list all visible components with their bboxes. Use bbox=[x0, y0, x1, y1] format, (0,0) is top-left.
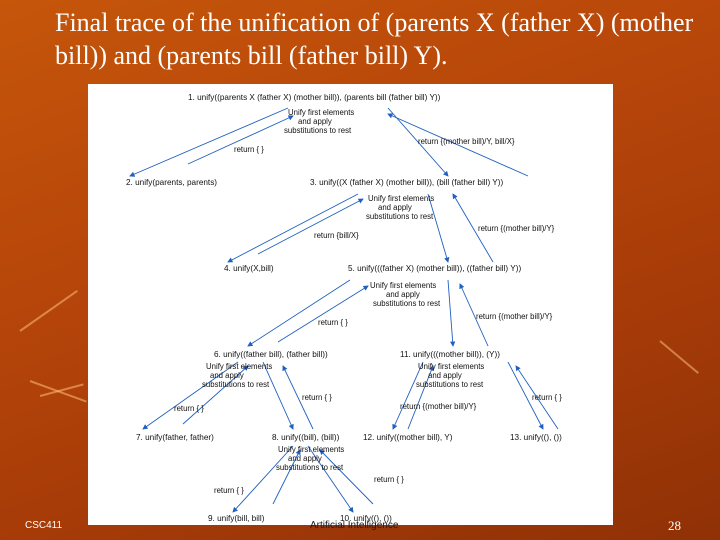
node-7: 7. unify(father, father) bbox=[136, 433, 214, 442]
return-edge bbox=[319, 449, 374, 505]
note-5-line1: Unify first elements bbox=[370, 281, 436, 290]
return-edge bbox=[187, 115, 294, 165]
node-2: 2. unify(parents, parents) bbox=[126, 178, 217, 187]
return-edge bbox=[182, 365, 249, 425]
return-9: return { } bbox=[214, 486, 244, 495]
footer-course-code: CSC411 bbox=[25, 520, 63, 531]
note-11-line3: substitutions to rest bbox=[416, 380, 484, 389]
return-6: return {(mother bill)/Y} bbox=[476, 312, 553, 321]
decorative-line bbox=[659, 340, 699, 374]
unification-trace-figure: 1. unify((parents X (father X) (mother b… bbox=[88, 84, 613, 525]
trace-nodes: 1. unify((parents X (father X) (mother b… bbox=[126, 93, 562, 523]
return-8: return { } bbox=[302, 393, 332, 402]
call-edge bbox=[142, 361, 239, 430]
node-10: 10. unify((), ()) bbox=[340, 514, 392, 523]
call-edge bbox=[232, 445, 294, 513]
page-number: 28 bbox=[668, 518, 681, 533]
note-5-line2: and apply bbox=[386, 290, 420, 299]
return-edge bbox=[272, 449, 301, 505]
return-edge bbox=[452, 193, 494, 263]
call-edge bbox=[129, 107, 289, 177]
note-8-line3: substitutions to rest bbox=[276, 463, 344, 472]
node-3: 3. unify((X (father X) (mother bill)), (… bbox=[310, 178, 503, 187]
note-3-line3: substitutions to rest bbox=[366, 212, 434, 221]
node-9: 9. unify(bill, bill) bbox=[208, 514, 265, 523]
unification-trace-diagram: 1. unify((parents X (father X) (mother b… bbox=[126, 93, 562, 523]
node-6: 6. unify((father bill), (father bill)) bbox=[214, 350, 328, 359]
call-edge bbox=[507, 361, 544, 430]
return-labels: return { } return {(mother bill)/Y, bill… bbox=[174, 137, 562, 495]
call-edge bbox=[392, 361, 424, 430]
slide-title: Final trace of the unification of (paren… bbox=[55, 8, 694, 70]
note-6-line1: Unify first elements bbox=[206, 362, 272, 371]
return-13: return { } bbox=[532, 393, 562, 402]
return-edge bbox=[387, 113, 529, 177]
call-and-return-edges bbox=[129, 107, 559, 513]
return-edge bbox=[407, 365, 434, 430]
return-7: return { } bbox=[174, 404, 204, 413]
note-11-line1: Unify first elements bbox=[418, 362, 484, 371]
return-edge bbox=[257, 198, 364, 255]
return-6b: return { } bbox=[318, 318, 348, 327]
return-10: return { } bbox=[374, 475, 404, 484]
node-5: 5. unify(((father X) (mother bill)), ((f… bbox=[348, 264, 521, 273]
note-6-line3: substitutions to rest bbox=[202, 380, 270, 389]
note-1-line2: and apply bbox=[298, 117, 332, 126]
call-edge bbox=[262, 361, 294, 430]
return-5: return {(mother bill)/Y} bbox=[478, 224, 555, 233]
decorative-line bbox=[19, 290, 78, 332]
call-edge bbox=[307, 445, 354, 513]
note-3-line1: Unify first elements bbox=[368, 194, 434, 203]
return-2: return { } bbox=[234, 145, 264, 154]
call-edge bbox=[247, 279, 351, 347]
node-4: 4. unify(X,bill) bbox=[224, 264, 274, 273]
note-8-line1: Unify first elements bbox=[278, 445, 344, 454]
call-edge bbox=[387, 107, 449, 177]
node-1: 1. unify((parents X (father X) (mother b… bbox=[188, 93, 441, 102]
note-8-line2: and apply bbox=[288, 454, 322, 463]
note-1-line1: Unify first elements bbox=[288, 108, 354, 117]
node-8: 8. unify((bill), (bill)) bbox=[272, 433, 340, 442]
call-edge bbox=[427, 193, 450, 263]
note-3-line2: and apply bbox=[378, 203, 412, 212]
return-edge bbox=[515, 365, 559, 430]
node-11: 11. unify(((mother bill)), (Y)) bbox=[400, 350, 500, 359]
return-edge bbox=[282, 365, 314, 430]
unify-notes: Unify first elements and apply substitut… bbox=[202, 108, 484, 472]
note-5-line3: substitutions to rest bbox=[373, 299, 441, 308]
note-11-line2: and apply bbox=[428, 371, 462, 380]
return-edge bbox=[277, 285, 369, 343]
return-edge bbox=[459, 283, 489, 347]
note-1-line3: substitutions to rest bbox=[284, 126, 352, 135]
call-edge bbox=[227, 193, 359, 263]
footer-course-name: Artificial Intelligence bbox=[310, 520, 399, 531]
node-13: 13. unify((), ()) bbox=[510, 433, 562, 442]
return-3: return {(mother bill)/Y, bill/X} bbox=[418, 137, 515, 146]
node-12: 12. unify((mother bill), Y) bbox=[363, 433, 453, 442]
return-4: return {bill/X} bbox=[314, 231, 359, 240]
return-12: return {(mother bill)/Y} bbox=[400, 402, 477, 411]
note-6-line2: and apply bbox=[210, 371, 244, 380]
call-edge bbox=[447, 279, 456, 347]
